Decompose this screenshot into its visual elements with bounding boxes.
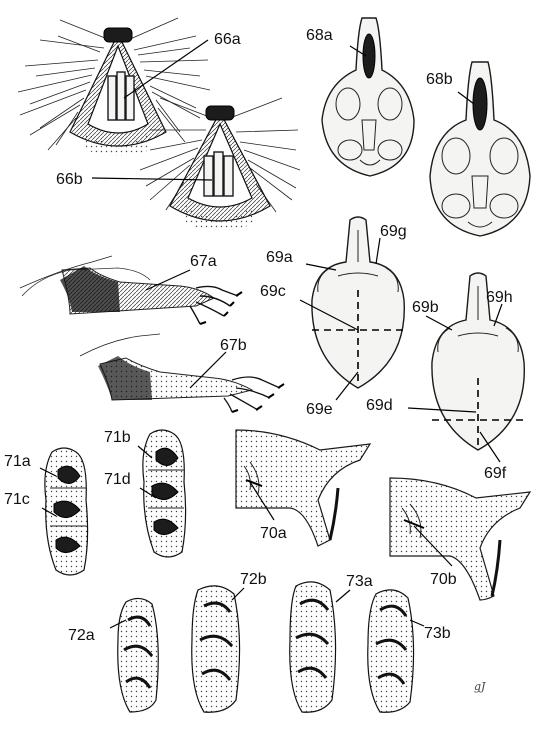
label-73a: 73a — [346, 573, 373, 590]
molar-row-illustration-71a — [44, 447, 89, 576]
label-69e: 69e — [306, 401, 333, 418]
molar-illustration-73a — [289, 581, 337, 713]
label-70b: 70b — [430, 571, 457, 588]
molar-illustration-72a — [117, 597, 159, 713]
label-72b: 72b — [240, 571, 267, 588]
label-69g: 69g — [380, 223, 407, 240]
label-68a: 68a — [306, 27, 333, 44]
molar-illustration-73b — [367, 589, 415, 713]
label-71a: 71a — [4, 453, 31, 470]
molar-illustration-72b — [191, 585, 241, 713]
label-69a: 69a — [266, 249, 293, 266]
figure-labels: 66a 66b 67a 67b 68a 68b 69a 69g 69c 69e … — [4, 27, 513, 693]
label-66a: 66a — [214, 31, 241, 48]
label-66b: 66b — [56, 171, 83, 188]
hind-foot-illustration-67a — [19, 255, 243, 325]
label-71c: 71c — [4, 491, 30, 508]
label-71d: 71d — [104, 471, 131, 488]
zygomatic-illustration-70b — [389, 477, 532, 601]
label-67b: 67b — [220, 337, 247, 354]
label-69f: 69f — [484, 465, 507, 482]
muzzle-illustration-66a — [17, 17, 211, 156]
label-67a: 67a — [190, 253, 217, 270]
label-69h: 69h — [486, 289, 513, 306]
skull-illustration-68a — [321, 17, 415, 177]
skull-illustration-69-upper — [311, 216, 406, 389]
label-72a: 72a — [68, 627, 95, 644]
leader-lines — [39, 39, 503, 629]
skull-illustration-68b — [429, 61, 531, 237]
muzzle-illustration-66b — [139, 97, 301, 230]
molar-row-illustration-71b — [142, 429, 187, 558]
label-71b: 71b — [104, 429, 131, 446]
zygomatic-illustration-70a — [235, 429, 372, 547]
artist-signature: gJ — [474, 680, 486, 693]
label-73b: 73b — [424, 625, 451, 642]
label-69c: 69c — [260, 283, 286, 300]
label-69d: 69d — [366, 397, 393, 414]
label-70a: 70a — [260, 525, 287, 542]
skull-illustration-69-lower — [431, 272, 526, 451]
label-68b: 68b — [426, 71, 453, 88]
hind-foot-illustration-67b — [79, 333, 285, 413]
label-69b: 69b — [412, 299, 439, 316]
